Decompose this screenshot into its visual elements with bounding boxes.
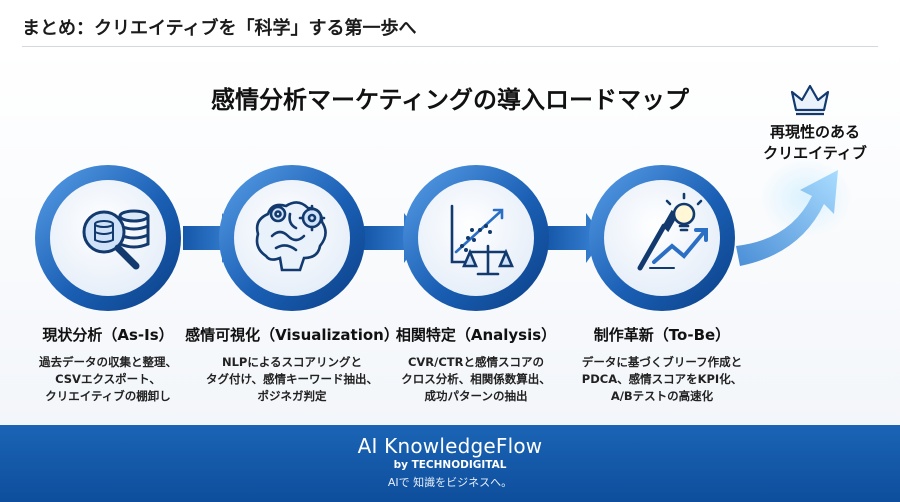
goal-label-line1: 再現性のある	[769, 123, 860, 141]
step-desc-line: A/Bテストの高速化	[610, 389, 714, 403]
scatter-scale-icon	[450, 204, 514, 276]
step-description: NLPによるスコアリングと タグ付け、感情キーワード抽出、 ポジネガ判定	[182, 354, 402, 405]
brand-name: AI KnowledgeFlow	[357, 434, 543, 458]
step-description: CVR/CTRと感情スコアの クロス分析、相関係数算出、 成功パターンの抽出	[366, 354, 586, 405]
step-circle-4	[589, 165, 735, 311]
step-desc-line: データに基づくブリーフ作成と	[581, 355, 743, 369]
step-desc-line: クロス分析、相関係数算出、	[401, 372, 551, 386]
step-title: 現状分析（As-Is）	[42, 326, 174, 344]
step-desc-line: CSVエクスポート、	[55, 372, 161, 386]
step-desc-line: CVR/CTRと感情スコアの	[407, 355, 545, 369]
step-circle-3	[403, 165, 549, 311]
step-description: 過去データの収集と整理、 CSVエクスポート、 クリエイティブの棚卸し	[0, 354, 218, 405]
connector-arrow-3	[546, 213, 604, 263]
brush-bulb-arrow-icon	[637, 192, 708, 271]
crown-icon	[790, 84, 830, 116]
step-desc-line: 過去データの収集と整理、	[39, 355, 177, 369]
step-2: 感情可視化（Visualization） NLPによるスコアリングと タグ付け、…	[182, 324, 402, 405]
brand-byline: by TECHNODIGITAL	[393, 459, 507, 471]
step-desc-line: 成功パターンの抽出	[424, 389, 528, 403]
goal-label: 再現性のある クリエイティブ	[745, 122, 885, 164]
step-title: 相関特定（Analysis）	[395, 326, 557, 344]
step-title: 制作革新（To-Be）	[593, 326, 731, 344]
step-1: 現状分析（As-Is） 過去データの収集と整理、 CSVエクスポート、 クリエイ…	[0, 324, 218, 405]
brand-tagline: AIで 知識をビジネスへ。	[387, 476, 513, 489]
footer-banner: AI KnowledgeFlow by TECHNODIGITAL AIで 知識…	[0, 425, 900, 502]
step-title: 感情可視化（Visualization）	[185, 326, 399, 344]
slide-title: まとめ：クリエイティブを「科学」する第一歩へ	[22, 18, 417, 39]
step-description: データに基づくブリーフ作成と PDCA、感情スコアをKPI化、 A/Bテストの高…	[552, 354, 772, 405]
step-desc-line: タグ付け、感情キーワード抽出、	[206, 372, 378, 386]
title-divider	[22, 46, 878, 47]
step-desc-line: ポジネガ判定	[257, 389, 327, 403]
goal-label-line2: クリエイティブ	[763, 144, 867, 162]
step-desc-line: NLPによるスコアリングと	[221, 355, 363, 369]
magnifier-database-icon	[82, 209, 150, 270]
step-4: 制作革新（To-Be） データに基づくブリーフ作成と PDCA、感情スコアをKP…	[552, 324, 772, 405]
brain-gears-icon	[255, 201, 327, 272]
step-desc-line: クリエイティブの棚卸し	[45, 389, 171, 403]
step-3: 相関特定（Analysis） CVR/CTRと感情スコアの クロス分析、相関係数…	[366, 324, 586, 405]
goal-curve-arrow	[736, 158, 852, 266]
roadmap-diagram	[35, 84, 852, 311]
diagram-title: 感情分析マーケティングの導入ロードマップ	[210, 86, 690, 114]
step-desc-line: PDCA、感情スコアをKPI化、	[581, 372, 743, 386]
